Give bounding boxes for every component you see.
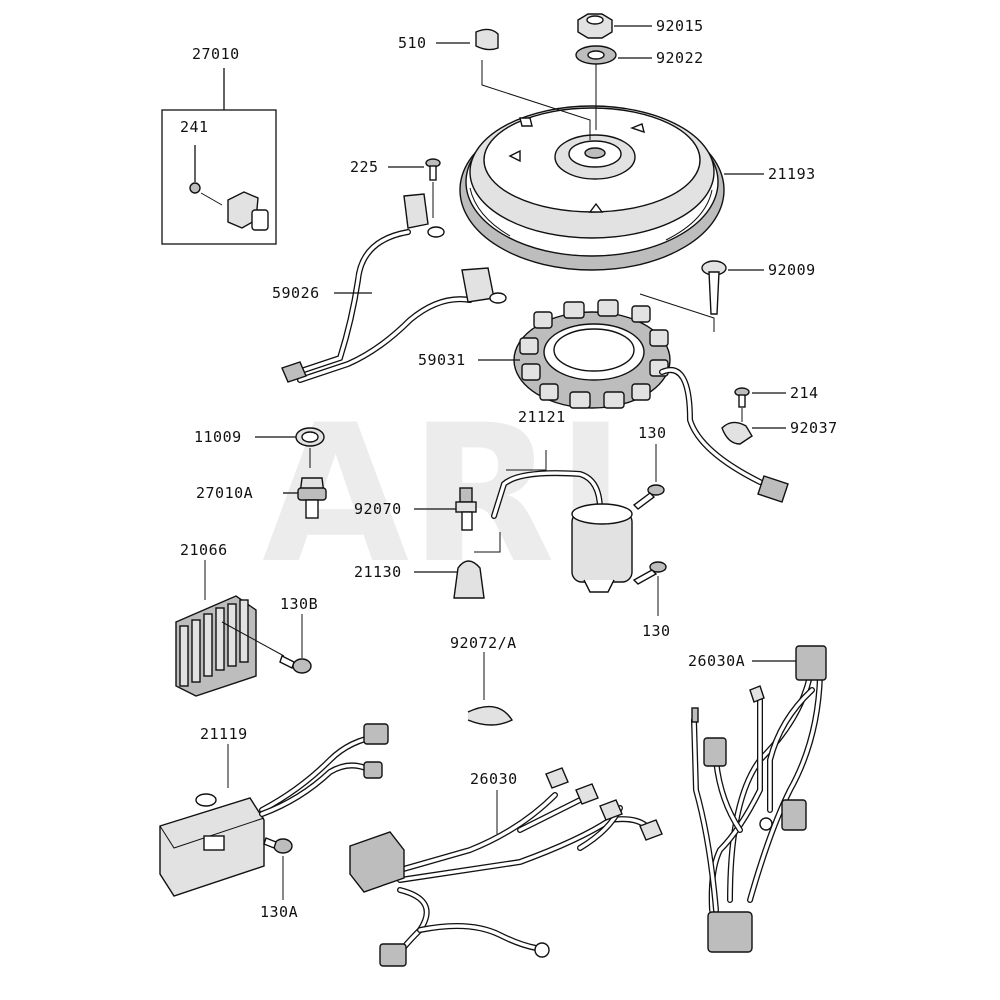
- screw-92009[interactable]: [639, 260, 727, 332]
- bolt-130B[interactable]: [279, 614, 312, 674]
- label-21121[interactable]: 21121: [518, 408, 566, 426]
- bolt-130-lower[interactable]: [632, 561, 667, 616]
- label-92037[interactable]: 92037: [790, 419, 838, 437]
- label-130B[interactable]: 130B: [280, 595, 318, 613]
- label-21119[interactable]: 21119: [200, 725, 248, 743]
- key-510[interactable]: [475, 28, 591, 140]
- label-59026[interactable]: 59026: [272, 284, 320, 302]
- label-214[interactable]: 214: [790, 384, 819, 402]
- spark-plug-92070[interactable]: [455, 487, 477, 531]
- plug-cap-21130[interactable]: [453, 532, 501, 599]
- flywheel-21193[interactable]: [459, 105, 725, 271]
- label-130-upper[interactable]: 130: [638, 424, 667, 442]
- regulator-21066[interactable]: [175, 560, 285, 697]
- leader-lines: [255, 25, 796, 662]
- label-130-lower[interactable]: 130: [642, 622, 671, 640]
- nut-92015[interactable]: [577, 13, 613, 39]
- label-21193[interactable]: 21193: [768, 165, 816, 183]
- label-27010[interactable]: 27010: [192, 45, 240, 63]
- label-92022[interactable]: 92022: [656, 49, 704, 67]
- bolt-130A[interactable]: [263, 837, 293, 900]
- bolt-225[interactable]: [425, 158, 441, 218]
- washer-92022[interactable]: [575, 45, 617, 65]
- stator-59031[interactable]: [513, 299, 789, 503]
- label-92009[interactable]: 92009: [768, 261, 816, 279]
- label-241[interactable]: 241: [180, 118, 209, 136]
- ignition-coil-21121[interactable]: [491, 450, 633, 593]
- igniter-21119[interactable]: [159, 723, 389, 897]
- label-27010A[interactable]: 27010A: [196, 484, 253, 502]
- part-27010-assembly[interactable]: [161, 68, 277, 245]
- part-labels: 27010 241 510 92015 92022 225 21193 9200…: [180, 17, 838, 921]
- label-59031[interactable]: 59031: [418, 351, 466, 369]
- switch-27010A[interactable]: [297, 477, 327, 519]
- label-26030[interactable]: 26030: [470, 770, 518, 788]
- harness-26030A[interactable]: [691, 645, 827, 953]
- label-92072A[interactable]: 92072/A: [450, 634, 517, 652]
- harness-59026[interactable]: [281, 193, 507, 383]
- label-21130[interactable]: 21130: [354, 563, 402, 581]
- label-11009[interactable]: 11009: [194, 428, 242, 446]
- label-92070[interactable]: 92070: [354, 500, 402, 518]
- band-92072A[interactable]: [467, 652, 514, 726]
- label-92015[interactable]: 92015: [656, 17, 704, 35]
- label-21066[interactable]: 21066: [180, 541, 228, 559]
- harness-26030[interactable]: [349, 767, 663, 967]
- clamp-92037[interactable]: [721, 421, 753, 445]
- label-510[interactable]: 510: [398, 34, 427, 52]
- bolt-130-upper[interactable]: [632, 444, 665, 510]
- label-26030A[interactable]: 26030A: [688, 652, 745, 670]
- label-225[interactable]: 225: [350, 158, 379, 176]
- label-130A[interactable]: 130A: [260, 903, 298, 921]
- screw-214[interactable]: [734, 387, 750, 422]
